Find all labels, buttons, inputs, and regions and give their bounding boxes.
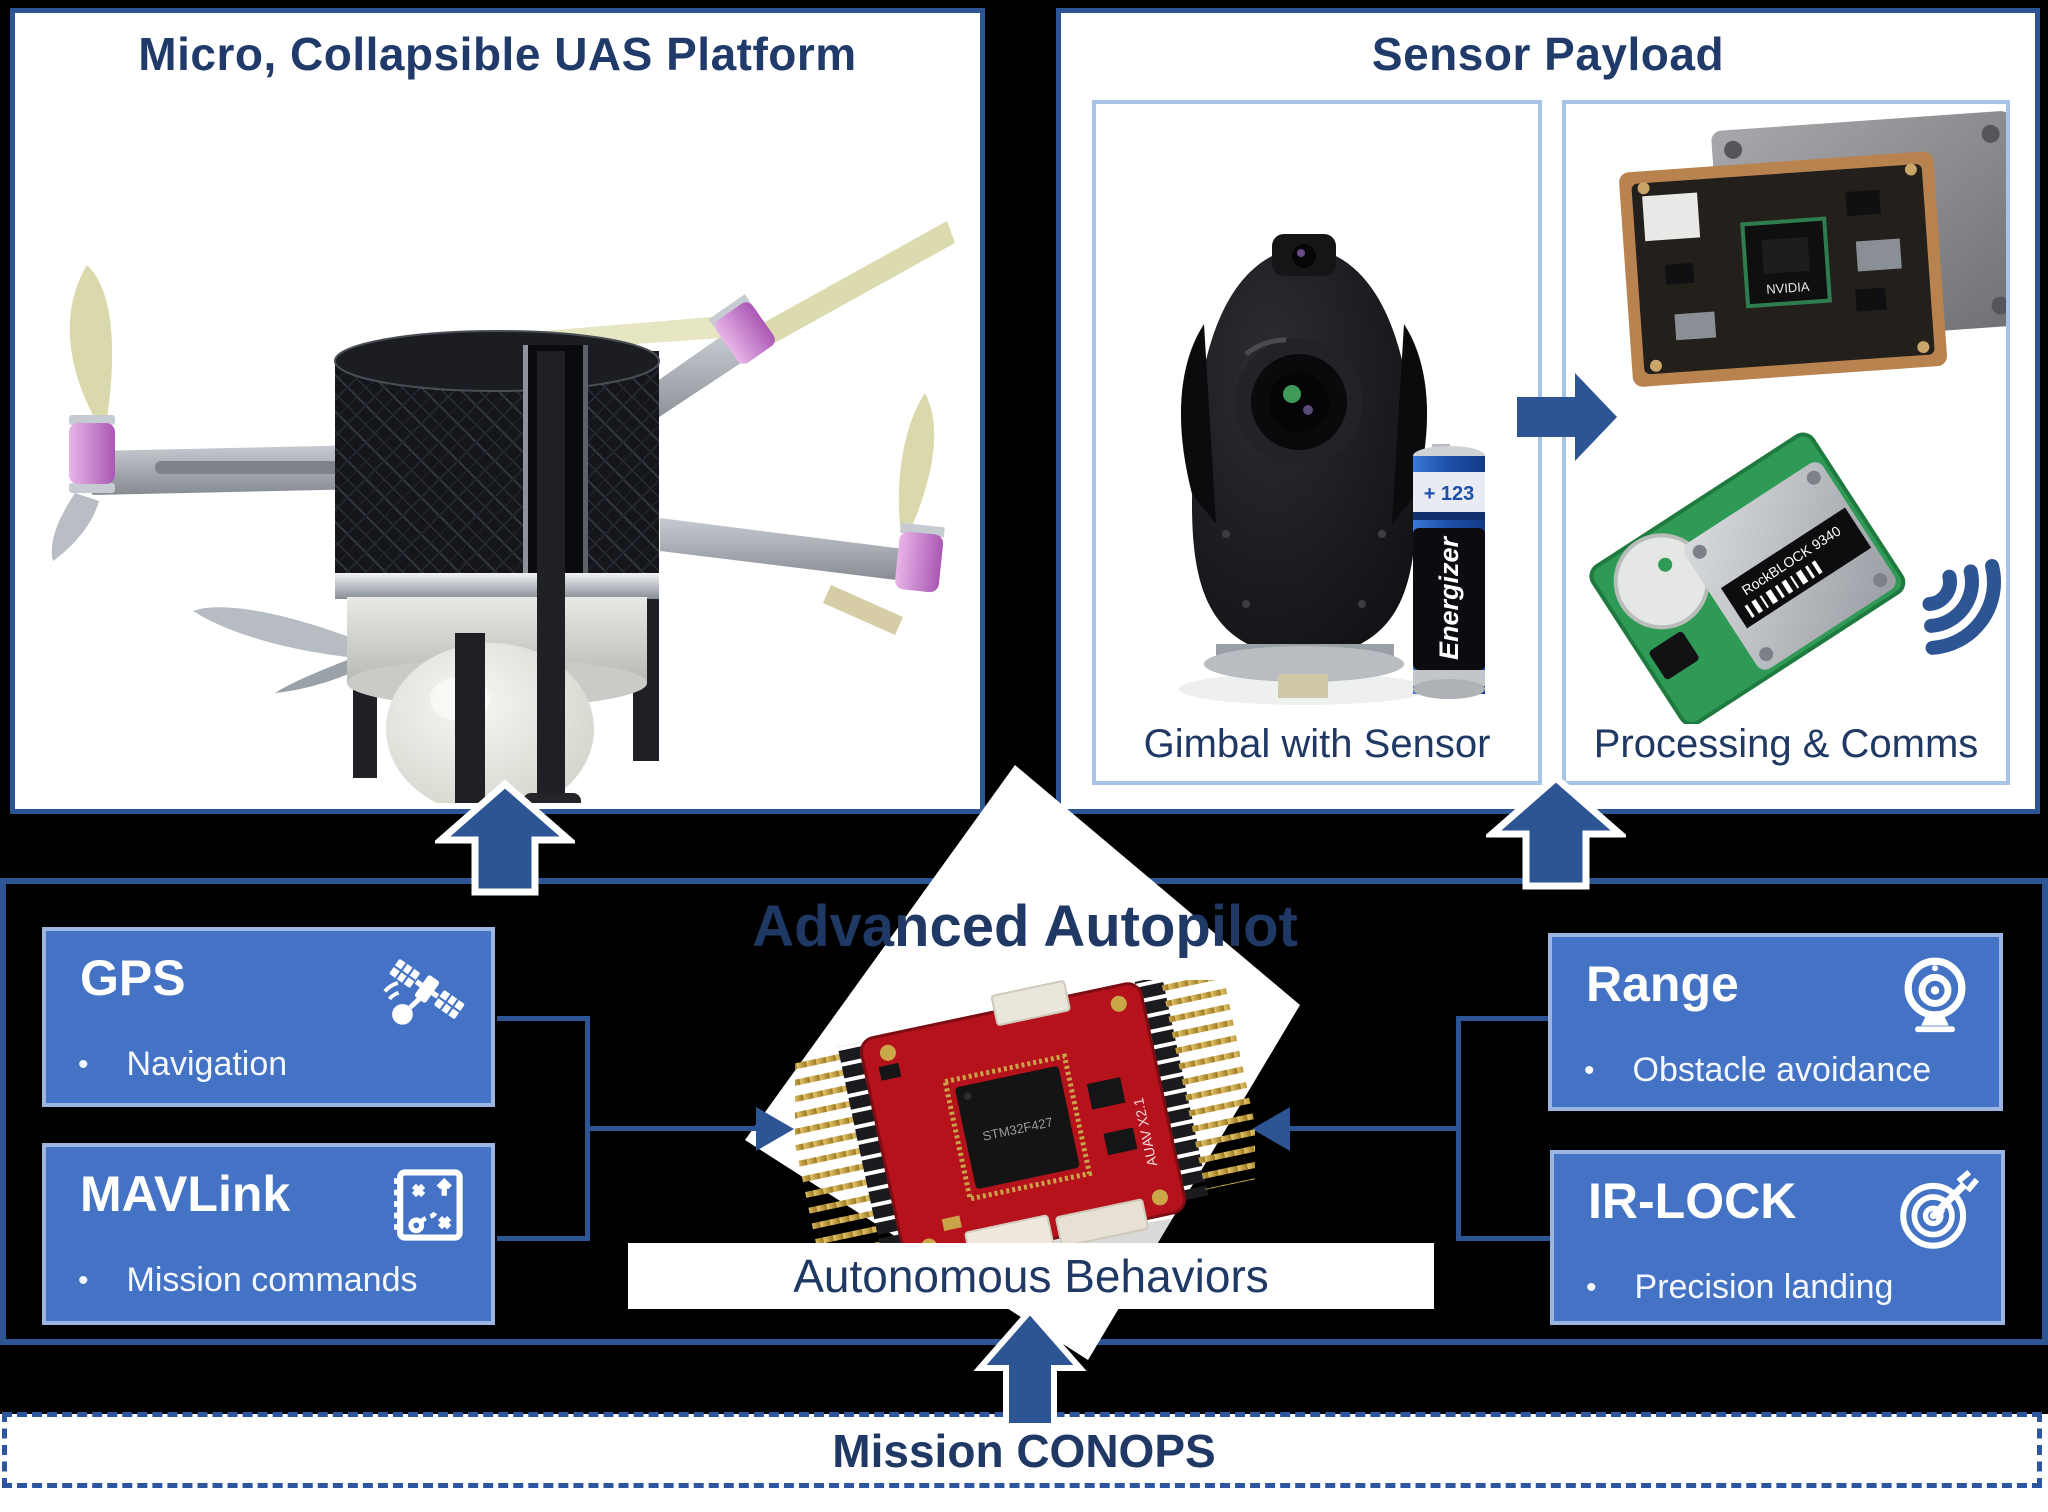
battery-size-label: + 123 bbox=[1424, 483, 1475, 505]
right-feed-wire bbox=[1290, 1126, 1459, 1131]
irlock-box: IR-LOCK • Precision landing bbox=[1550, 1150, 2005, 1325]
irlock-title: IR-LOCK bbox=[1588, 1173, 1797, 1229]
satellite-icon bbox=[383, 959, 465, 1025]
mavlink-title: MAVLink bbox=[80, 1166, 291, 1222]
uas-up-arrow bbox=[435, 779, 575, 896]
nvidia-label: NVIDIA bbox=[1766, 279, 1811, 297]
mavlink-bullet-label: Mission commands bbox=[126, 1261, 418, 1299]
autopilot-title: Advanced Autopilot bbox=[752, 894, 1298, 959]
bullet-glyph: • bbox=[78, 1047, 89, 1081]
conops-up-arrow bbox=[973, 1306, 1087, 1429]
battery-brand-label: Energizer bbox=[1434, 535, 1464, 660]
gimbal-subpanel: + 123 Energizer Gimbal with Sensor bbox=[1092, 100, 1542, 785]
gps-box: GPS • Navigation bbox=[42, 927, 495, 1107]
range-title: Range bbox=[1586, 956, 1739, 1012]
autopilot-board-image: STM32F427 AUAV X2.1 bbox=[795, 980, 1255, 1280]
irlock-bullet-label: Precision landing bbox=[1634, 1268, 1894, 1306]
processing-subpanel: NVIDIA bbox=[1562, 100, 2010, 785]
gps-wire bbox=[497, 1016, 589, 1021]
bullet-glyph: • bbox=[78, 1263, 89, 1297]
conops-background bbox=[0, 1414, 2048, 1512]
behaviors-label: Autonomous Behaviors bbox=[793, 1250, 1269, 1302]
bullet-glyph: • bbox=[1584, 1053, 1595, 1087]
left-bus-wire bbox=[585, 1016, 590, 1241]
processing-label: Processing & Comms bbox=[1593, 722, 1979, 766]
uas-platform-title: Micro, Collapsible UAS Platform bbox=[138, 28, 857, 80]
uas-platform-panel: Micro, Collapsible UAS Platform bbox=[10, 8, 985, 814]
mavlink-wire bbox=[497, 1236, 589, 1241]
gps-title: GPS bbox=[80, 950, 186, 1006]
range-bullet-label: Obstacle avoidance bbox=[1632, 1051, 1932, 1089]
wireless-signal-icon bbox=[1922, 558, 2001, 655]
drone-image bbox=[51, 221, 955, 803]
sensor-payload-title: Sensor Payload bbox=[1371, 28, 1725, 80]
right-feed-arrowhead bbox=[1252, 1107, 1290, 1151]
bullet-glyph: • bbox=[1586, 1270, 1597, 1304]
gimbal-label: Gimbal with Sensor bbox=[1143, 722, 1491, 766]
mavlink-box: MAVLink • Mission commands bbox=[42, 1143, 495, 1325]
sensor-payload-panel: Sensor Payload bbox=[1056, 8, 2040, 814]
conops-title: Mission CONOPS bbox=[832, 1425, 1216, 1477]
left-feed-wire bbox=[588, 1126, 758, 1131]
gps-bullet-label: Navigation bbox=[126, 1045, 288, 1083]
left-feed-arrowhead bbox=[756, 1107, 794, 1151]
behaviors-band: Autonomous Behaviors bbox=[628, 1243, 1434, 1309]
sensor-up-arrow bbox=[1486, 773, 1626, 890]
mission-plan-icon bbox=[394, 1169, 463, 1241]
irlock-wire bbox=[1459, 1236, 1552, 1241]
payload-flow-arrow bbox=[1517, 373, 1617, 461]
range-sensor-icon bbox=[1904, 957, 1966, 1033]
precision-target-icon bbox=[1900, 1169, 1980, 1249]
range-wire bbox=[1459, 1016, 1550, 1021]
range-box: Range • Obstacle avoidance bbox=[1548, 933, 2003, 1111]
processing-comms-image: NVIDIA bbox=[1589, 111, 2006, 724]
gimbal-camera-image: + 123 Energizer bbox=[1179, 234, 1485, 705]
